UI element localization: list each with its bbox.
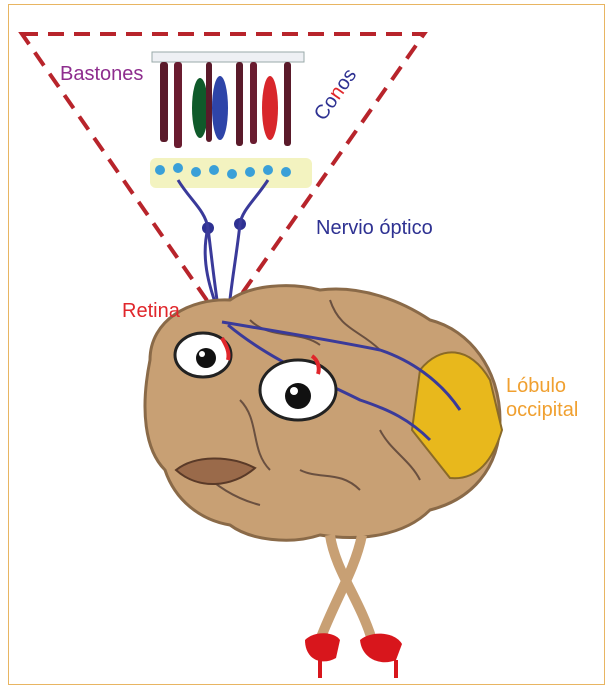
rod-cell (174, 62, 182, 148)
rod-cell (236, 62, 243, 146)
label-nervio-optico: Nervio óptico (316, 218, 433, 238)
cone-cell (192, 78, 208, 138)
cone-cell (262, 76, 278, 140)
rod-cell (284, 62, 291, 146)
label-lobulo-line1: Lóbulo (506, 374, 578, 398)
rod-cell (160, 62, 168, 142)
shoes (305, 633, 402, 678)
legs (320, 535, 372, 640)
label-bastones: Bastones (60, 64, 143, 84)
photoreceptor-outer-layer (152, 52, 304, 62)
label-lobulo-occipital: Lóbulo occipital (506, 374, 578, 422)
rod-cell (206, 62, 212, 142)
rod-cell (250, 62, 257, 144)
label-lobulo-line2: occipital (506, 398, 578, 422)
right-eye (260, 360, 336, 420)
photoreceptor-cells (160, 62, 291, 148)
label-retina: Retina (122, 301, 180, 321)
cone-cell (212, 76, 228, 140)
